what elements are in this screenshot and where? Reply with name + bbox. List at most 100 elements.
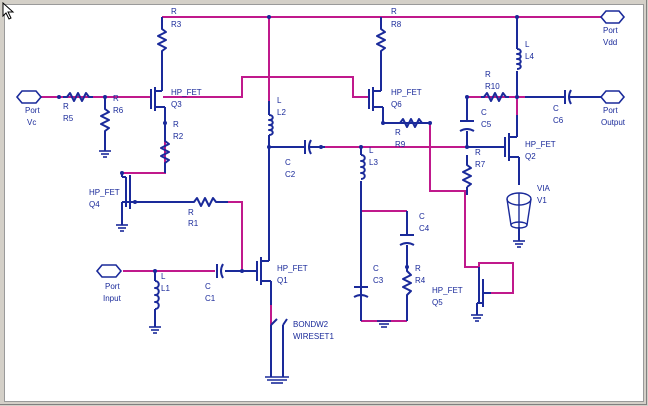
- svg-text:R: R: [485, 70, 491, 79]
- arrow-cursor-icon: [2, 2, 15, 20]
- ground-icon: [377, 320, 391, 328]
- svg-text:Port: Port: [105, 282, 120, 291]
- svg-text:C: C: [553, 104, 559, 113]
- svg-text:Q2: Q2: [525, 152, 536, 161]
- resistor-r4[interactable]: R R4: [402, 264, 426, 305]
- svg-text:L: L: [369, 146, 374, 155]
- svg-text:L3: L3: [369, 158, 378, 167]
- fet-q5[interactable]: HP_FET Q5: [432, 267, 491, 307]
- svg-text:R: R: [171, 7, 177, 16]
- fet-q3[interactable]: HP_FET Q3: [150, 83, 202, 111]
- svg-text:HP_FET: HP_FET: [277, 264, 308, 273]
- svg-text:R: R: [395, 128, 401, 137]
- svg-text:Q1: Q1: [277, 276, 288, 285]
- capacitor-c5[interactable]: C C5: [459, 108, 492, 132]
- fet-q4[interactable]: HP_FET Q4: [89, 173, 135, 209]
- svg-text:Q5: Q5: [432, 298, 443, 307]
- svg-text:VIA: VIA: [537, 184, 551, 193]
- svg-text:R8: R8: [391, 20, 402, 29]
- inductor-l4[interactable]: L L4: [516, 40, 534, 70]
- svg-text:Port: Port: [603, 106, 618, 115]
- svg-text:R: R: [188, 208, 194, 217]
- port-vc[interactable]: Port Vc: [15, 90, 43, 127]
- ground-icon: [265, 376, 289, 384]
- svg-text:R1: R1: [188, 219, 199, 228]
- svg-text:R3: R3: [171, 20, 182, 29]
- svg-text:C: C: [481, 108, 487, 117]
- capacitor-c6[interactable]: C C6: [525, 89, 601, 125]
- svg-text:R2: R2: [173, 132, 184, 141]
- svg-text:C4: C4: [419, 224, 430, 233]
- svg-text:C5: C5: [481, 120, 492, 129]
- svg-text:Q4: Q4: [89, 200, 100, 209]
- ground-icon: [513, 240, 525, 248]
- svg-text:C: C: [419, 212, 425, 221]
- port-input[interactable]: Port Input: [95, 264, 123, 303]
- svg-text:L4: L4: [525, 52, 534, 61]
- capacitor-c2[interactable]: C C2: [285, 139, 325, 179]
- port-output[interactable]: Port Output: [599, 90, 626, 127]
- svg-text:R4: R4: [415, 276, 426, 285]
- svg-text:Vdd: Vdd: [603, 38, 617, 47]
- svg-text:WIRESET1: WIRESET1: [293, 332, 334, 341]
- svg-text:L: L: [161, 272, 166, 281]
- svg-text:Vc: Vc: [27, 118, 36, 127]
- svg-text:L2: L2: [277, 108, 286, 117]
- inductor-l2[interactable]: L L2: [268, 96, 286, 136]
- svg-text:C: C: [205, 282, 211, 291]
- svg-text:HP_FET: HP_FET: [432, 286, 463, 295]
- svg-text:R9: R9: [395, 140, 406, 149]
- fet-q6[interactable]: HP_FET Q6: [368, 83, 422, 123]
- via-v1[interactable]: VIA V1: [506, 184, 551, 229]
- svg-text:C6: C6: [553, 116, 564, 125]
- svg-text:R10: R10: [485, 82, 500, 91]
- svg-text:BONDW2: BONDW2: [293, 320, 329, 329]
- schematic-canvas[interactable]: R R3 R R8 R R5 R R6 R R2 R R1 R R9 R R10…: [4, 4, 644, 402]
- resistor-r6[interactable]: R R6: [100, 94, 124, 133]
- capacitor-c1[interactable]: C C1: [205, 263, 224, 303]
- bondwire-wireset1[interactable]: BONDW2 WIRESET1: [270, 318, 334, 341]
- svg-text:HP_FET: HP_FET: [89, 188, 120, 197]
- resistor-r10[interactable]: R R10: [481, 70, 509, 102]
- svg-text:C3: C3: [373, 276, 384, 285]
- fet-q2[interactable]: HP_FET Q2: [467, 115, 556, 161]
- ground-icon: [471, 314, 483, 322]
- svg-text:Q3: Q3: [171, 100, 182, 109]
- svg-text:C2: C2: [285, 170, 296, 179]
- resistor-r1[interactable]: R R1: [188, 197, 228, 228]
- resistor-r2[interactable]: R R2: [160, 120, 184, 165]
- resistor-r7[interactable]: R R7: [462, 148, 486, 188]
- svg-text:HP_FET: HP_FET: [391, 88, 422, 97]
- port-vdd[interactable]: Port Vdd: [599, 10, 626, 47]
- resistor-r8[interactable]: R R8: [376, 7, 402, 53]
- ground-icon: [116, 224, 128, 232]
- inductor-l3[interactable]: L L3: [360, 146, 378, 180]
- svg-text:R7: R7: [475, 160, 486, 169]
- svg-text:L: L: [277, 96, 282, 105]
- svg-text:R: R: [173, 120, 179, 129]
- svg-text:R5: R5: [63, 114, 74, 123]
- svg-text:R: R: [63, 102, 69, 111]
- resistor-r5[interactable]: R R5: [63, 92, 93, 123]
- svg-text:C1: C1: [205, 294, 216, 303]
- svg-text:C: C: [285, 158, 291, 167]
- svg-text:L1: L1: [161, 284, 170, 293]
- svg-text:L: L: [525, 40, 530, 49]
- svg-text:HP_FET: HP_FET: [171, 88, 202, 97]
- resistor-r3[interactable]: R R3: [157, 7, 182, 53]
- capacitor-c3[interactable]: C C3: [353, 264, 384, 298]
- svg-text:R: R: [415, 264, 421, 273]
- inductor-l1[interactable]: L L1: [154, 272, 170, 310]
- resistor-r9[interactable]: R R9: [395, 118, 425, 149]
- fet-q1[interactable]: HP_FET Q1: [256, 255, 308, 305]
- component-leads: [104, 17, 520, 377]
- capacitor-c4[interactable]: C C4: [399, 212, 430, 246]
- svg-text:Q6: Q6: [391, 100, 402, 109]
- svg-text:R: R: [391, 7, 397, 16]
- svg-text:Input: Input: [103, 294, 122, 303]
- svg-text:Port: Port: [25, 106, 40, 115]
- svg-text:C: C: [373, 264, 379, 273]
- svg-text:V1: V1: [537, 196, 547, 205]
- svg-text:HP_FET: HP_FET: [525, 140, 556, 149]
